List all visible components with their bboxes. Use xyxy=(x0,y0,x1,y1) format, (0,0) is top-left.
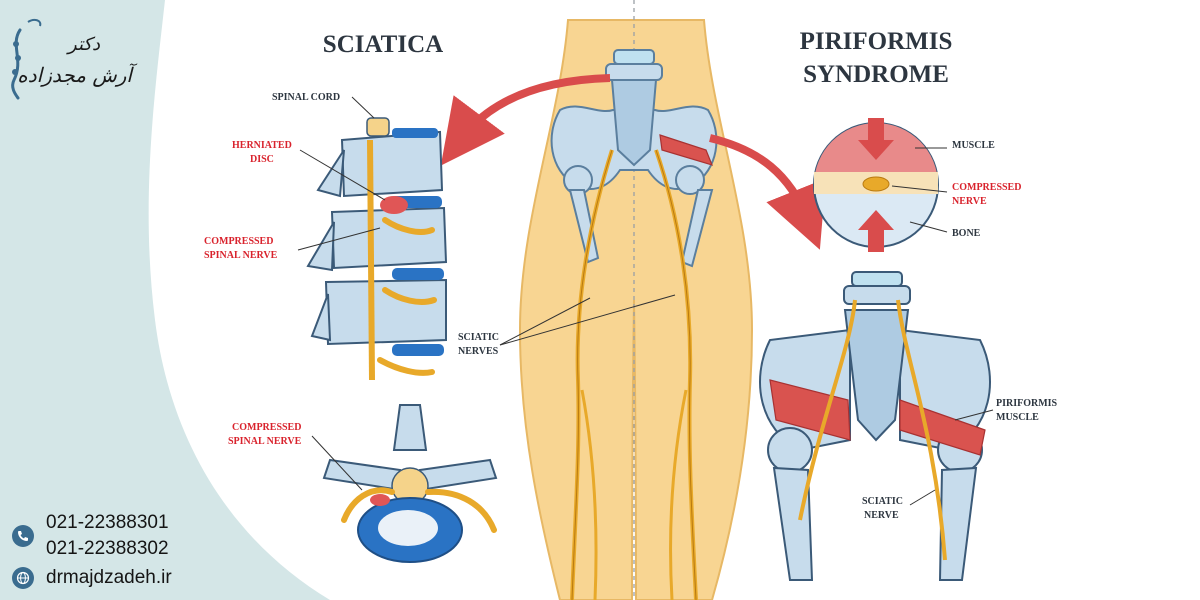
spine-illustration xyxy=(306,117,448,381)
phone-block: 021-22388301 021-22388302 xyxy=(12,510,169,562)
title-syndrome: SYNDROME xyxy=(803,61,949,88)
title-sciatica: SCIATICA xyxy=(323,31,443,58)
title-piriformis: PIRIFORMIS xyxy=(800,28,953,55)
spine-logo-icon xyxy=(11,18,42,100)
phone-number-1[interactable]: 021-22388301 xyxy=(46,512,169,533)
body-figure xyxy=(518,0,754,600)
label-sciatic-right: SCIATIC xyxy=(862,496,903,507)
label-herniated: HERNIATED xyxy=(232,140,292,151)
leader-lines xyxy=(297,96,994,506)
phone-number-2[interactable]: 021-22388302 xyxy=(46,538,169,559)
label-piriformis-muscle-2: MUSCLE xyxy=(996,412,1039,423)
sidebar-panel xyxy=(0,0,330,600)
label-compressed-spinal-top: COMPRESSED xyxy=(204,236,273,247)
label-spinal-nerve-bottom: SPINAL NERVE xyxy=(228,436,302,447)
vertebra-cross-section xyxy=(322,404,498,563)
website-link[interactable]: drmajdzadeh.ir xyxy=(46,567,172,588)
label-compressed-spinal-bottom: COMPRESSED xyxy=(232,422,301,433)
label-nerve: NERVE xyxy=(952,196,987,207)
arrow-left xyxy=(440,74,611,166)
label-nerves-center: NERVES xyxy=(458,346,499,357)
label-disc: DISC xyxy=(250,154,274,165)
label-piriformis-muscle: PIRIFORMIS xyxy=(996,398,1058,409)
label-nerve-right: NERVE xyxy=(864,510,899,521)
label-spinal-cord: SPINAL CORD xyxy=(272,92,340,103)
brand-line2: آرش مجدزاده xyxy=(17,63,137,87)
arrow-right xyxy=(709,134,826,250)
label-muscle: MUSCLE xyxy=(952,140,995,151)
compression-inset xyxy=(813,118,939,252)
pelvis-illustration xyxy=(759,271,991,581)
brand-line1: دکتر xyxy=(66,34,101,55)
website-block: drmajdzadeh.ir xyxy=(12,565,172,591)
label-sciatic-center: SCIATIC xyxy=(458,332,499,343)
globe-icon xyxy=(12,567,34,589)
label-compressed-nerve: COMPRESSED xyxy=(952,182,1021,193)
label-bone: BONE xyxy=(952,228,981,239)
label-spinal-nerve-top: SPINAL NERVE xyxy=(204,250,278,261)
phone-icon xyxy=(12,525,34,547)
